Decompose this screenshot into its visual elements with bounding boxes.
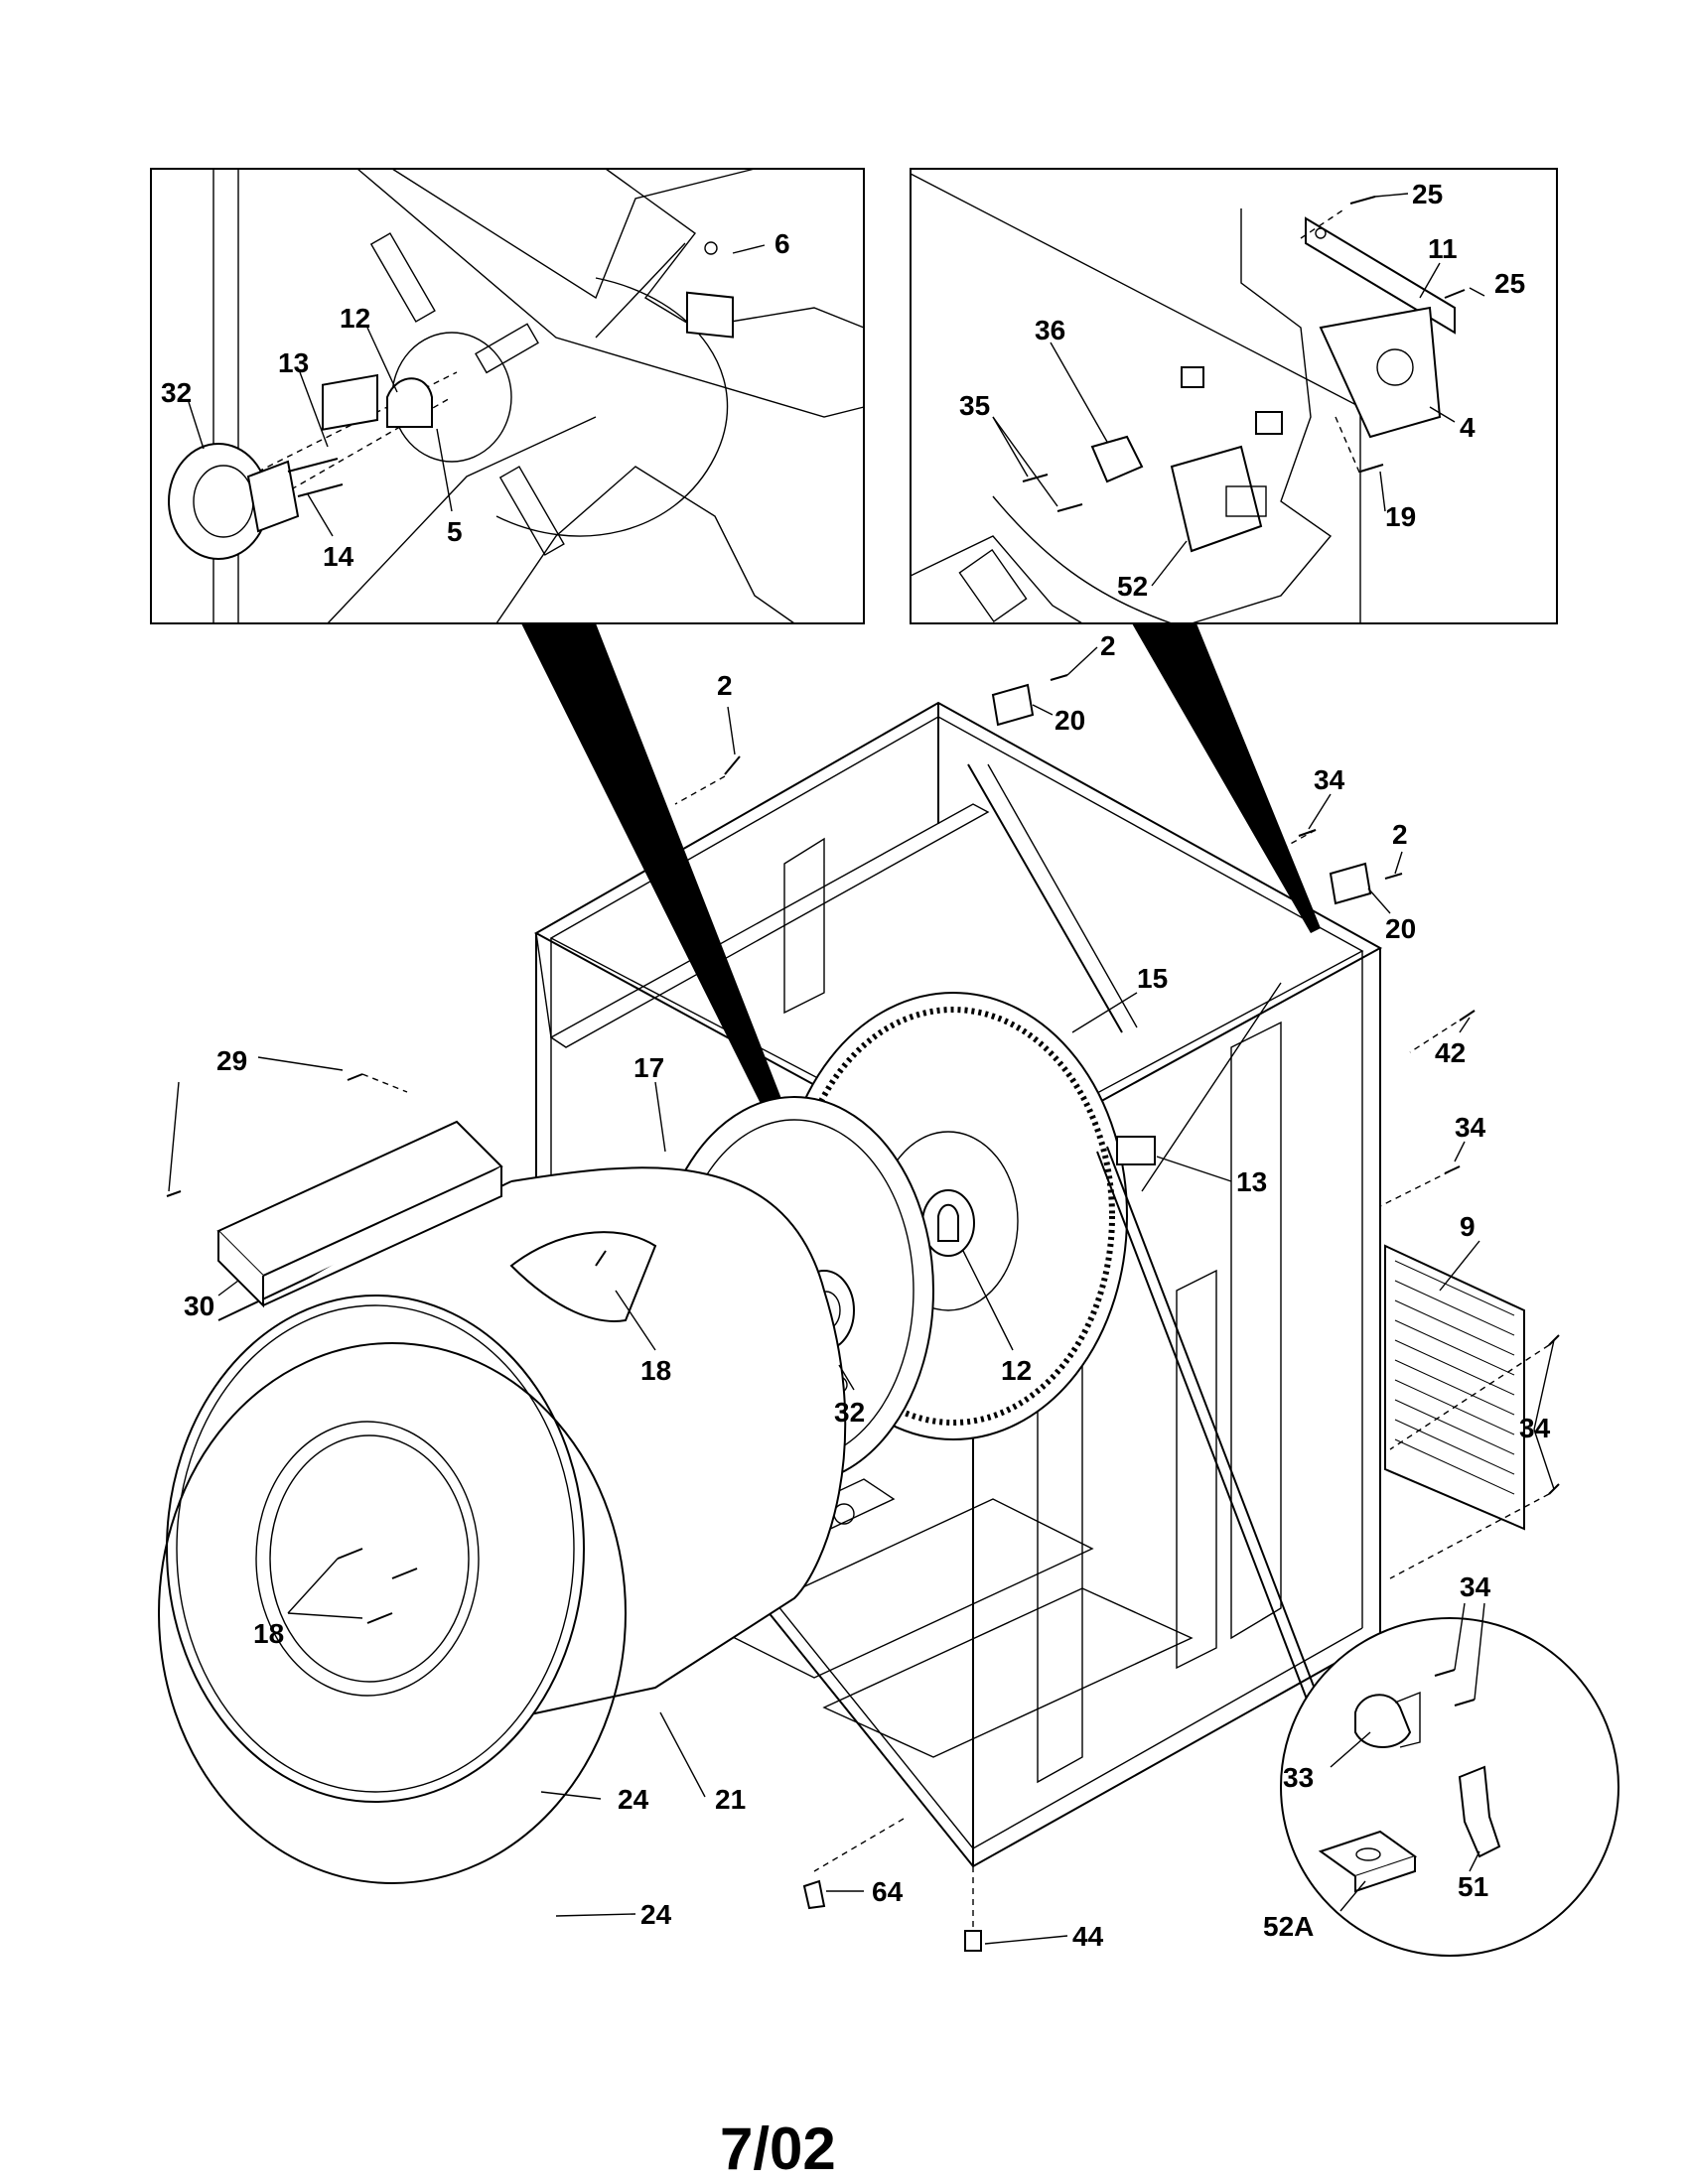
- inset-right-labels: 25 11 25 36 35 4 19 52: [959, 179, 1525, 602]
- inset-left-labels: 6 12 13 32 14 5: [161, 228, 790, 572]
- callout-18-baffle: 18: [640, 1355, 671, 1386]
- callout-64: 64: [872, 1876, 904, 1907]
- callout-14: 14: [323, 541, 354, 572]
- date-code: 7/02: [720, 2116, 836, 2182]
- back-panel-9: [1384, 1244, 1525, 1531]
- duct-30: [216, 1120, 503, 1308]
- inset-right-pointer: [1132, 623, 1321, 933]
- callout-12-main: 12: [1001, 1355, 1032, 1386]
- callout-29: 29: [216, 1045, 247, 1076]
- callout-25-side: 25: [1494, 268, 1525, 299]
- callout-15: 15: [1137, 963, 1168, 994]
- callout-5: 5: [447, 516, 463, 547]
- callout-24-lower: 24: [640, 1899, 672, 1930]
- callout-20-top: 20: [1055, 705, 1085, 736]
- callout-51: 51: [1458, 1871, 1488, 1902]
- callout-19: 19: [1385, 501, 1416, 532]
- callout-34-panel: 34: [1519, 1413, 1551, 1443]
- detail-labels: 34 33 51 52A: [1263, 1571, 1491, 1942]
- callout-20-right: 20: [1385, 913, 1416, 944]
- callout-2-right: 2: [1392, 819, 1408, 850]
- inset-right-leaders: [992, 193, 1485, 587]
- callout-24-upper: 24: [618, 1784, 649, 1815]
- callout-2-bracket: 2: [1100, 630, 1116, 661]
- callout-52A: 52A: [1263, 1911, 1314, 1942]
- callout-32-main: 32: [834, 1397, 865, 1428]
- assembly-guides: [361, 775, 1550, 1872]
- callout-6: 6: [774, 228, 790, 259]
- callout-4: 4: [1460, 412, 1476, 443]
- callout-11: 11: [1428, 233, 1458, 264]
- callout-34-detail: 34: [1460, 1571, 1491, 1602]
- callout-25-top: 25: [1412, 179, 1443, 209]
- callout-44: 44: [1072, 1921, 1104, 1952]
- callout-21: 21: [715, 1784, 746, 1815]
- callout-35: 35: [959, 390, 990, 421]
- callout-30: 30: [184, 1291, 214, 1321]
- detail-circle: [1280, 1602, 1619, 1957]
- drum-21: [166, 1166, 847, 1803]
- inset-left: [150, 168, 865, 624]
- callout-12: 12: [340, 303, 370, 334]
- inset-left-pointer: [521, 623, 794, 1142]
- callout-36: 36: [1035, 315, 1065, 345]
- main-labels: 2 2 20 34 2 20 15 42 29 17 34 13 9 30 18…: [184, 630, 1551, 1952]
- fasteners: [166, 674, 1560, 1952]
- callout-52: 52: [1117, 571, 1148, 602]
- callout-9: 9: [1460, 1211, 1476, 1242]
- callout-2-top: 2: [717, 670, 733, 701]
- callout-33: 33: [1283, 1762, 1314, 1793]
- callout-13: 13: [278, 347, 309, 378]
- inset-left-leaders: [188, 244, 766, 537]
- callout-13-main: 13: [1236, 1166, 1267, 1197]
- callout-32: 32: [161, 377, 192, 408]
- main-leaders: [168, 646, 1555, 1945]
- inset-right: [910, 168, 1558, 624]
- drum-seal-24: [158, 1342, 627, 1884]
- callout-34-top: 34: [1314, 764, 1345, 795]
- callout-17: 17: [633, 1052, 664, 1083]
- callout-18-drum: 18: [253, 1618, 284, 1649]
- callout-34-side: 34: [1455, 1112, 1486, 1143]
- callout-42: 42: [1435, 1037, 1466, 1068]
